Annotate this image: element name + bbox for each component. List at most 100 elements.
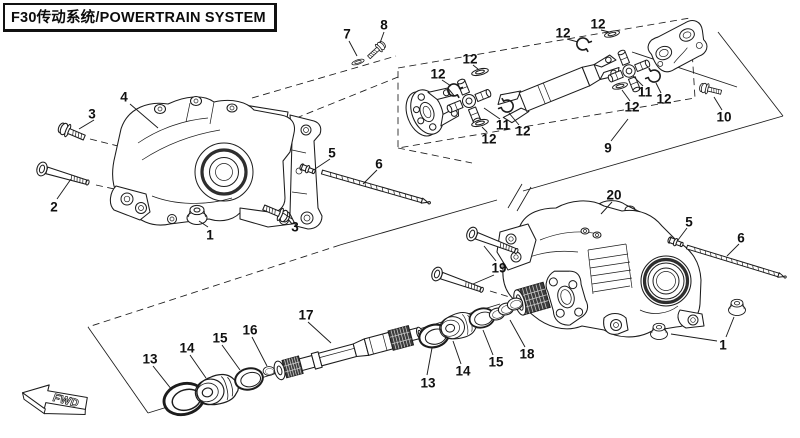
clip-16 — [262, 366, 276, 376]
circlip-12 — [574, 35, 593, 53]
bolt10-pointer-line — [631, 51, 738, 88]
part-callout-10: 10 — [716, 110, 731, 125]
circlip-12 — [644, 67, 663, 85]
page-title: F30传动系统/POWERTRAIN SYSTEM — [3, 3, 277, 32]
leader-line — [78, 119, 95, 130]
propshaft-tube — [497, 54, 620, 124]
part-callout-12: 12 — [555, 26, 570, 41]
part-callout-6: 6 — [375, 157, 383, 172]
leader-line — [621, 89, 631, 102]
leader-line — [508, 112, 520, 126]
leader-line — [610, 118, 629, 142]
front-diff-foot — [109, 185, 151, 221]
part-callout-1: 1 — [719, 338, 727, 353]
leader-line — [481, 126, 488, 133]
leader-line — [314, 158, 331, 170]
leader-line — [472, 274, 495, 285]
threaded-rod-6b — [685, 244, 788, 281]
plane-corner-left — [87, 326, 149, 414]
part-callout-12: 12 — [656, 92, 671, 107]
washer-12 — [470, 66, 490, 78]
bolt-8 — [365, 39, 388, 62]
part-callout-13: 13 — [420, 376, 436, 391]
flange-nut-1a — [186, 204, 208, 226]
bolt-10 — [698, 81, 723, 98]
part-callout-18: 18 — [519, 347, 535, 362]
double-yoke-link — [647, 20, 708, 73]
leader-line — [189, 354, 207, 379]
break-slash-marks — [507, 183, 532, 212]
part-callout-12: 12 — [515, 124, 530, 139]
leader-line — [677, 227, 688, 241]
leader-line — [655, 82, 662, 94]
leader-line — [152, 365, 173, 391]
leader-line — [198, 220, 209, 228]
leader-line — [600, 29, 610, 33]
part-callout-9: 9 — [604, 141, 612, 156]
part-callout-1: 1 — [206, 228, 214, 243]
rear-gearbox-foot — [603, 312, 629, 335]
part-callout-14: 14 — [455, 364, 471, 379]
part-callout-2: 2 — [50, 200, 58, 215]
leader-line — [307, 321, 332, 344]
flange-yoke — [405, 87, 460, 137]
leader-line — [379, 31, 385, 44]
leader-line — [726, 243, 740, 257]
leader-line — [426, 347, 433, 376]
leader-line — [670, 333, 718, 342]
propeller-shaft-assembly — [405, 20, 708, 137]
part-callout-14: 14 — [179, 341, 195, 356]
rear-gearbox-bracket — [496, 223, 537, 271]
case-bolt-19b — [429, 265, 486, 298]
lower-shaft-assembly — [158, 295, 525, 421]
part-callout-11: 11 — [496, 118, 511, 133]
leader-line — [472, 64, 479, 70]
leader-line — [632, 75, 644, 87]
part-callout-16: 16 — [242, 323, 258, 338]
part-callout-5: 5 — [685, 215, 693, 230]
leader-line — [509, 319, 526, 348]
front-differential — [109, 95, 323, 230]
part-callout-12: 12 — [462, 52, 477, 67]
flange-nut-1b — [728, 298, 746, 316]
part-callout-5: 5 — [328, 146, 336, 161]
washer-12 — [611, 81, 629, 91]
part-callout-12: 12 — [624, 100, 639, 115]
plane-edge-dashed — [87, 244, 341, 328]
mount-bolt-2 — [34, 160, 92, 191]
part-callout-3: 3 — [291, 220, 299, 235]
part-callout-17: 17 — [298, 308, 313, 323]
leader-line — [566, 38, 579, 43]
leader-line — [713, 96, 723, 111]
part-callout-12: 12 — [430, 67, 445, 82]
flange-bolt-3a — [55, 120, 88, 145]
leader-line — [600, 201, 613, 215]
part-callout-6: 6 — [737, 231, 745, 246]
fwd-direction-arrow: FWD — [22, 384, 88, 416]
part-callout-19: 19 — [491, 261, 506, 276]
drive-shaft-17 — [273, 324, 424, 381]
part-callout-12: 12 — [590, 17, 605, 32]
leader-line — [483, 107, 501, 120]
flange-nut-1c — [650, 322, 668, 340]
washer-7 — [350, 57, 366, 67]
part-callout-15: 15 — [212, 331, 228, 346]
leader-line — [725, 316, 735, 338]
part-callout-8: 8 — [380, 18, 388, 33]
leader-line — [452, 340, 462, 365]
rear-gearbox — [496, 200, 705, 338]
callout-layer: 4321378121211121212121112129105620561911… — [50, 17, 745, 391]
leader-line — [282, 212, 293, 220]
leader-line — [251, 336, 268, 367]
plane-edge-top-right — [717, 31, 784, 117]
part-callout-3: 3 — [88, 107, 96, 122]
detail-box-tail — [397, 147, 473, 164]
leader-line — [221, 344, 241, 371]
part-callout-13: 13 — [142, 352, 158, 367]
threaded-rod-6a — [320, 168, 432, 207]
leader-line — [362, 169, 378, 185]
leader-line — [441, 79, 452, 87]
input-flange — [545, 270, 589, 326]
